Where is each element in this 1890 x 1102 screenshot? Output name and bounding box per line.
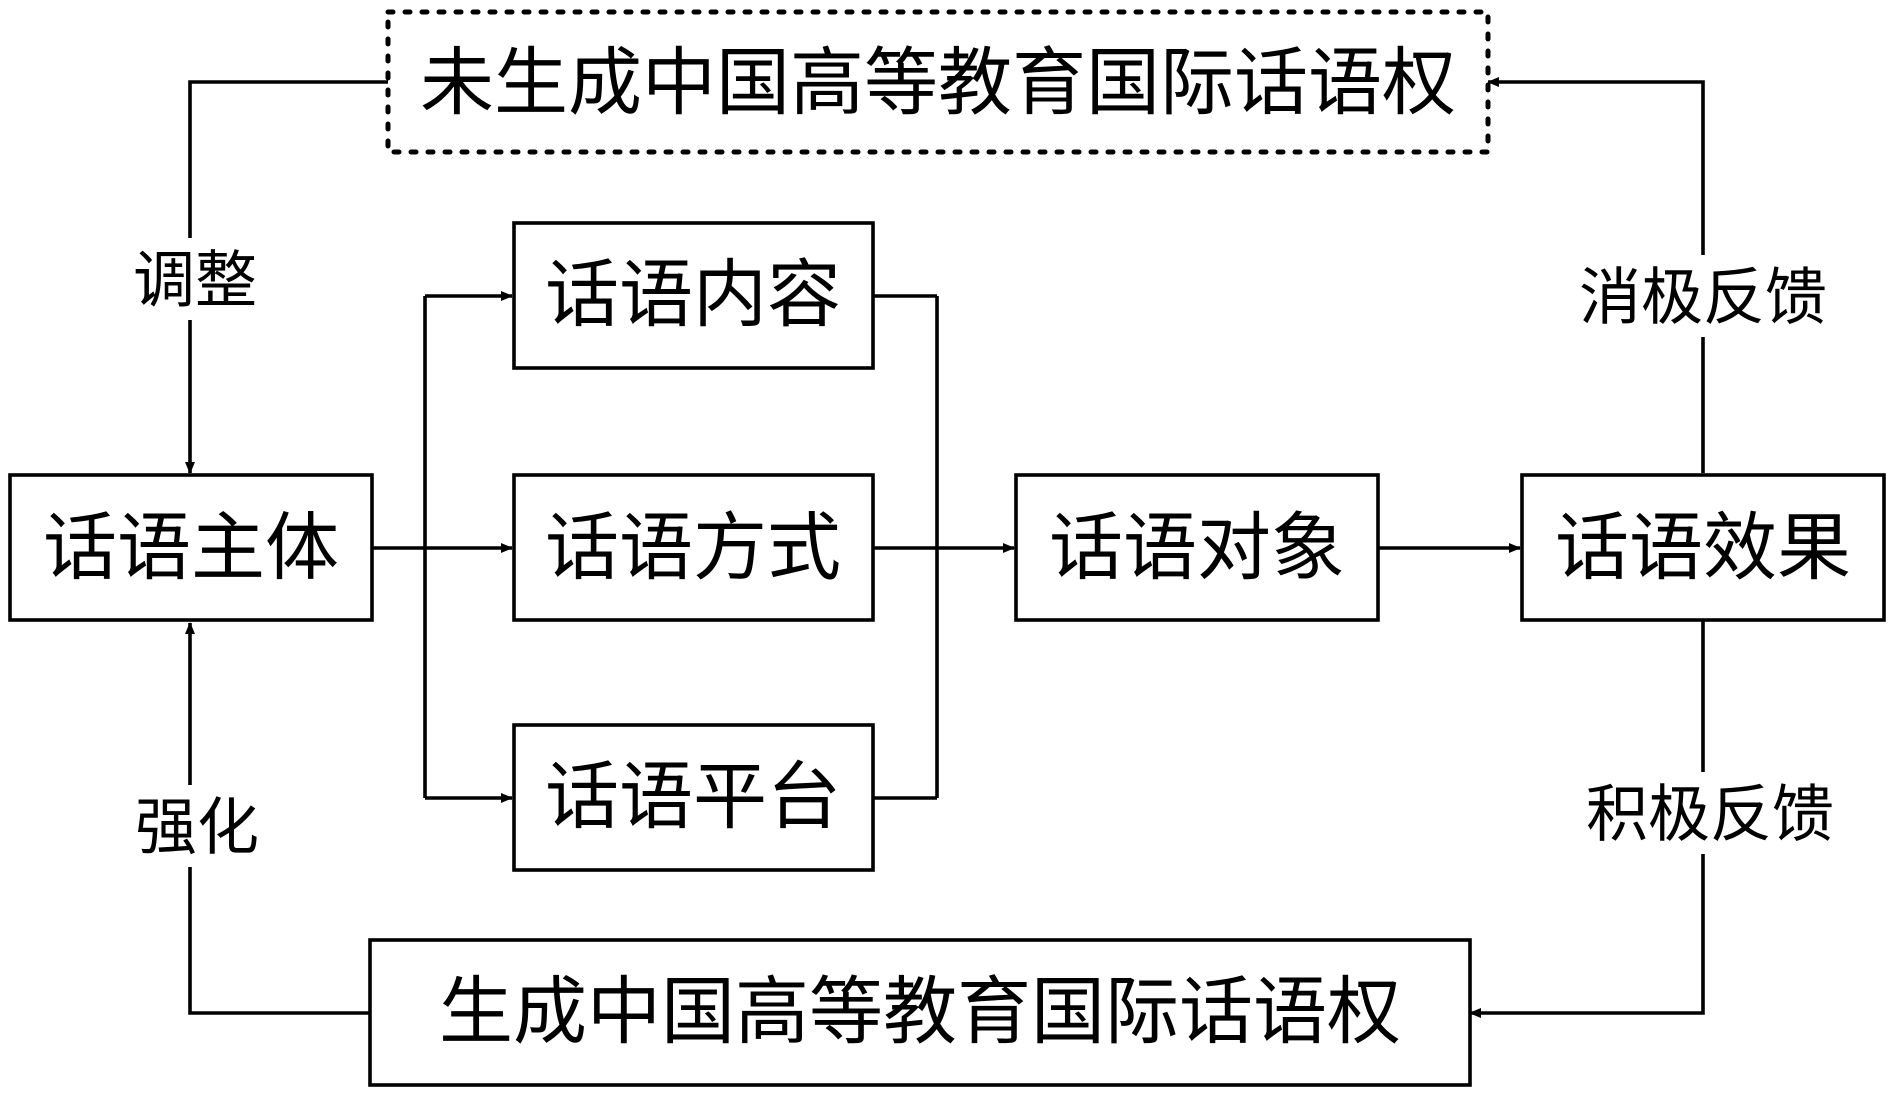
edge-labels: 调整 强化 消极反馈 积极反馈 bbox=[125, 238, 1837, 867]
node-discourse-object-label: 话语对象 bbox=[1049, 505, 1345, 591]
edge-effect-to-not-generated bbox=[1487, 77, 1705, 473]
node-generated-label: 生成中国高等教育国际话语权 bbox=[439, 969, 1401, 1055]
node-discourse-content-label: 话语内容 bbox=[545, 252, 841, 338]
node-discourse-platform: 话语平台 bbox=[512, 723, 875, 872]
edge-effect-to-generated bbox=[1469, 620, 1705, 1018]
node-not-generated: 未生成中国高等教育国际话语权 bbox=[385, 9, 1491, 155]
node-discourse-effect-label: 话语效果 bbox=[1555, 505, 1851, 591]
label-positive-feedback: 积极反馈 bbox=[1586, 778, 1834, 851]
node-discourse-method: 话语方式 bbox=[512, 473, 875, 622]
node-discourse-effect: 话语效果 bbox=[1520, 473, 1886, 622]
node-generated: 生成中国高等教育国际话语权 bbox=[368, 938, 1472, 1087]
node-discourse-subject-label: 话语主体 bbox=[43, 505, 339, 591]
node-not-generated-label: 未生成中国高等教育国际话语权 bbox=[420, 40, 1456, 126]
label-strengthen: 强化 bbox=[135, 791, 259, 864]
label-adjust: 调整 bbox=[133, 244, 257, 317]
edge-generated-to-subject bbox=[185, 622, 370, 1015]
edge-not-generated-to-subject bbox=[185, 80, 388, 474]
node-discourse-object: 话语对象 bbox=[1014, 473, 1380, 622]
label-negative-feedback: 消极反馈 bbox=[1579, 261, 1827, 334]
node-discourse-content: 话语内容 bbox=[512, 221, 875, 370]
node-discourse-platform-label: 话语平台 bbox=[545, 754, 841, 840]
node-discourse-method-label: 话语方式 bbox=[545, 505, 841, 591]
node-discourse-subject: 话语主体 bbox=[8, 473, 374, 622]
connectors bbox=[185, 77, 1705, 1018]
